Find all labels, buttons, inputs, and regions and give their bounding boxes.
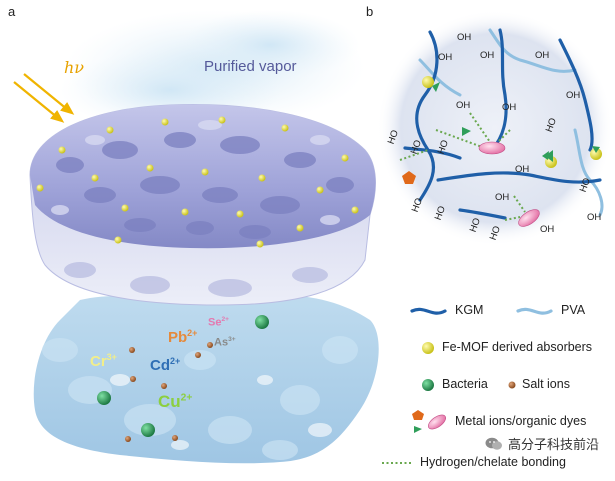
legend-bacteria-label: Bacteria: [442, 377, 488, 391]
watermark-text: 高分子科技前沿: [507, 438, 599, 453]
legend-salt-ions-label: Salt ions: [522, 377, 570, 391]
vapor-label: Purified vapor: [204, 58, 297, 75]
legend-fe-mof: Fe-MOF derived absorbers: [442, 340, 592, 354]
sunlight-arrow-icon: [13, 73, 75, 123]
ho-label: HO: [433, 205, 448, 222]
ho-label: HO: [578, 177, 593, 194]
bacteria-particles: [97, 315, 269, 437]
oh-label: OH: [495, 192, 509, 203]
panel-label-b: b: [366, 4, 374, 19]
oh-label: OH: [438, 52, 452, 63]
bacteria-icon: [422, 379, 434, 391]
panel-label-a: a: [8, 4, 16, 19]
legend-fe-mof-label: Fe-MOF derived absorbers: [442, 340, 593, 354]
network-diagram: [377, 10, 613, 246]
light-label: hν: [64, 58, 85, 77]
oh-label: OH: [502, 102, 516, 113]
fe-mof-particles: [36, 116, 359, 248]
ion-cd: Cd2+: [150, 356, 181, 374]
ion-as: As3+: [214, 336, 236, 349]
ion-se: Se2+: [208, 316, 229, 329]
metal-triangle-icon: [414, 426, 422, 433]
legend-metal-ions-label: Metal ions/organic dyes: [455, 414, 587, 428]
hydroxyl-labels: OH OH OH OH OH OH OH OH OH OH OH HO HO H…: [386, 32, 602, 242]
legend-pva: PVA: [561, 303, 585, 317]
water-body: [33, 295, 379, 464]
fe-mof-icon: [422, 342, 434, 354]
evaporator-gel: [29, 104, 376, 306]
oh-label: OH: [480, 50, 494, 61]
oh-label: OH: [456, 100, 470, 111]
wechat-icon: [485, 437, 502, 450]
metal-pentagon-icon: [412, 410, 424, 420]
legend-pva-label: PVA: [561, 303, 586, 317]
legend-bacteria: Bacteria: [442, 377, 488, 391]
ion-cr: Cr3+: [90, 352, 117, 370]
ho-label: HO: [544, 117, 559, 134]
oh-label: OH: [540, 224, 554, 235]
pva-icon: [516, 307, 553, 315]
ho-label: HO: [410, 197, 425, 214]
oh-label: OH: [566, 90, 580, 101]
legend-kgm-label: KGM: [455, 303, 484, 317]
legend-kgm: KGM: [455, 303, 483, 317]
legend-salt-ions: Salt ions: [522, 377, 570, 391]
kgm-icon: [410, 307, 447, 315]
ho-label: HO: [468, 217, 483, 234]
watermark: 高分子科技前沿: [480, 432, 603, 455]
ho-label: HO: [488, 225, 503, 242]
ho-label: HO: [386, 129, 401, 146]
legend-bonding: Hydrogen/chelate bonding: [420, 455, 566, 469]
oh-label: OH: [535, 50, 549, 61]
oh-label: OH: [457, 32, 471, 43]
ho-label: HO: [436, 139, 451, 156]
dye-icon: [428, 414, 446, 430]
salt-icon: [508, 381, 516, 389]
legend-icons: [382, 307, 553, 464]
salt-ion-particles: [125, 342, 213, 442]
oh-label: OH: [515, 164, 529, 175]
legend-metal-ions: Metal ions/organic dyes: [455, 414, 586, 428]
ion-pb: Pb2+: [168, 328, 198, 346]
ion-cu: Cu2+: [158, 392, 193, 411]
ho-label: HO: [409, 139, 424, 156]
oh-label: OH: [587, 212, 601, 223]
legend-bonding-label: Hydrogen/chelate bonding: [420, 455, 566, 469]
